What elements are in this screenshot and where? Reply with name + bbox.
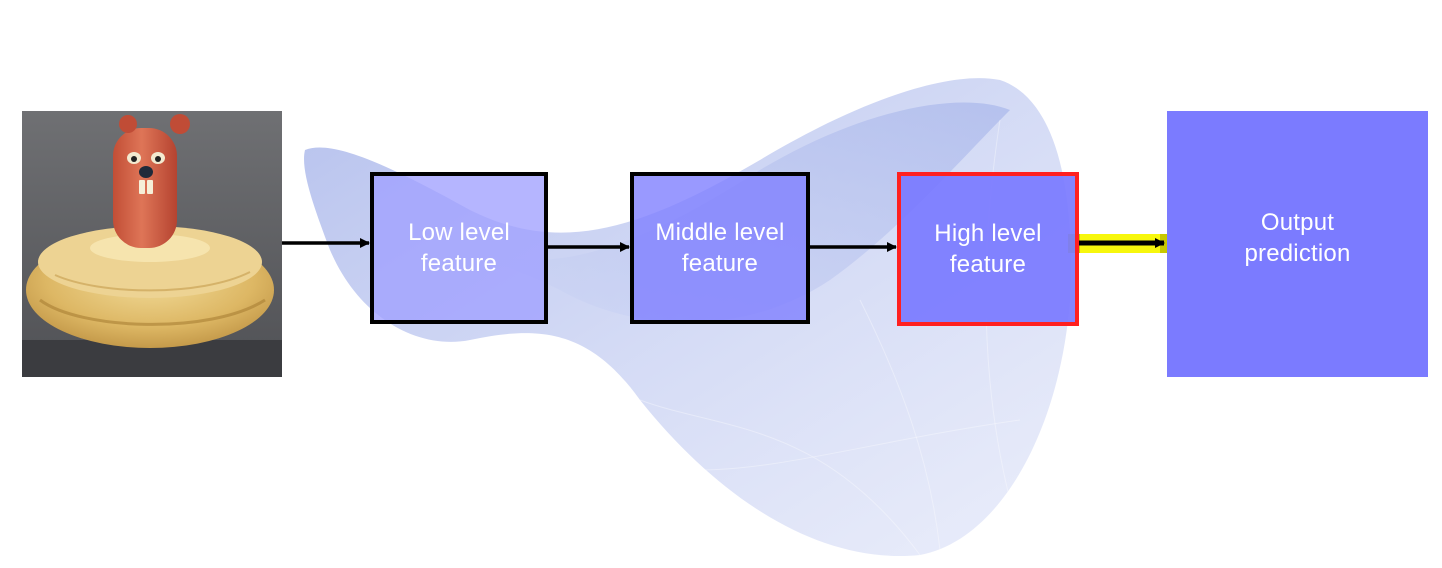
- input-image: [22, 111, 282, 377]
- high-level-feature-node: High level feature: [897, 172, 1079, 326]
- low-level-feature-label: Low level feature: [408, 219, 510, 277]
- middle-level-feature-label: Middle level feature: [655, 219, 785, 277]
- arrow-high-to-out-highlighted: [1068, 234, 1172, 253]
- middle-level-feature-node: Middle level feature: [630, 172, 810, 324]
- output-prediction-node: Output prediction: [1167, 111, 1428, 377]
- output-prediction-label: Output prediction: [1244, 209, 1351, 267]
- high-level-feature-label: High level feature: [934, 220, 1042, 278]
- low-level-feature-node: Low level feature: [370, 172, 548, 324]
